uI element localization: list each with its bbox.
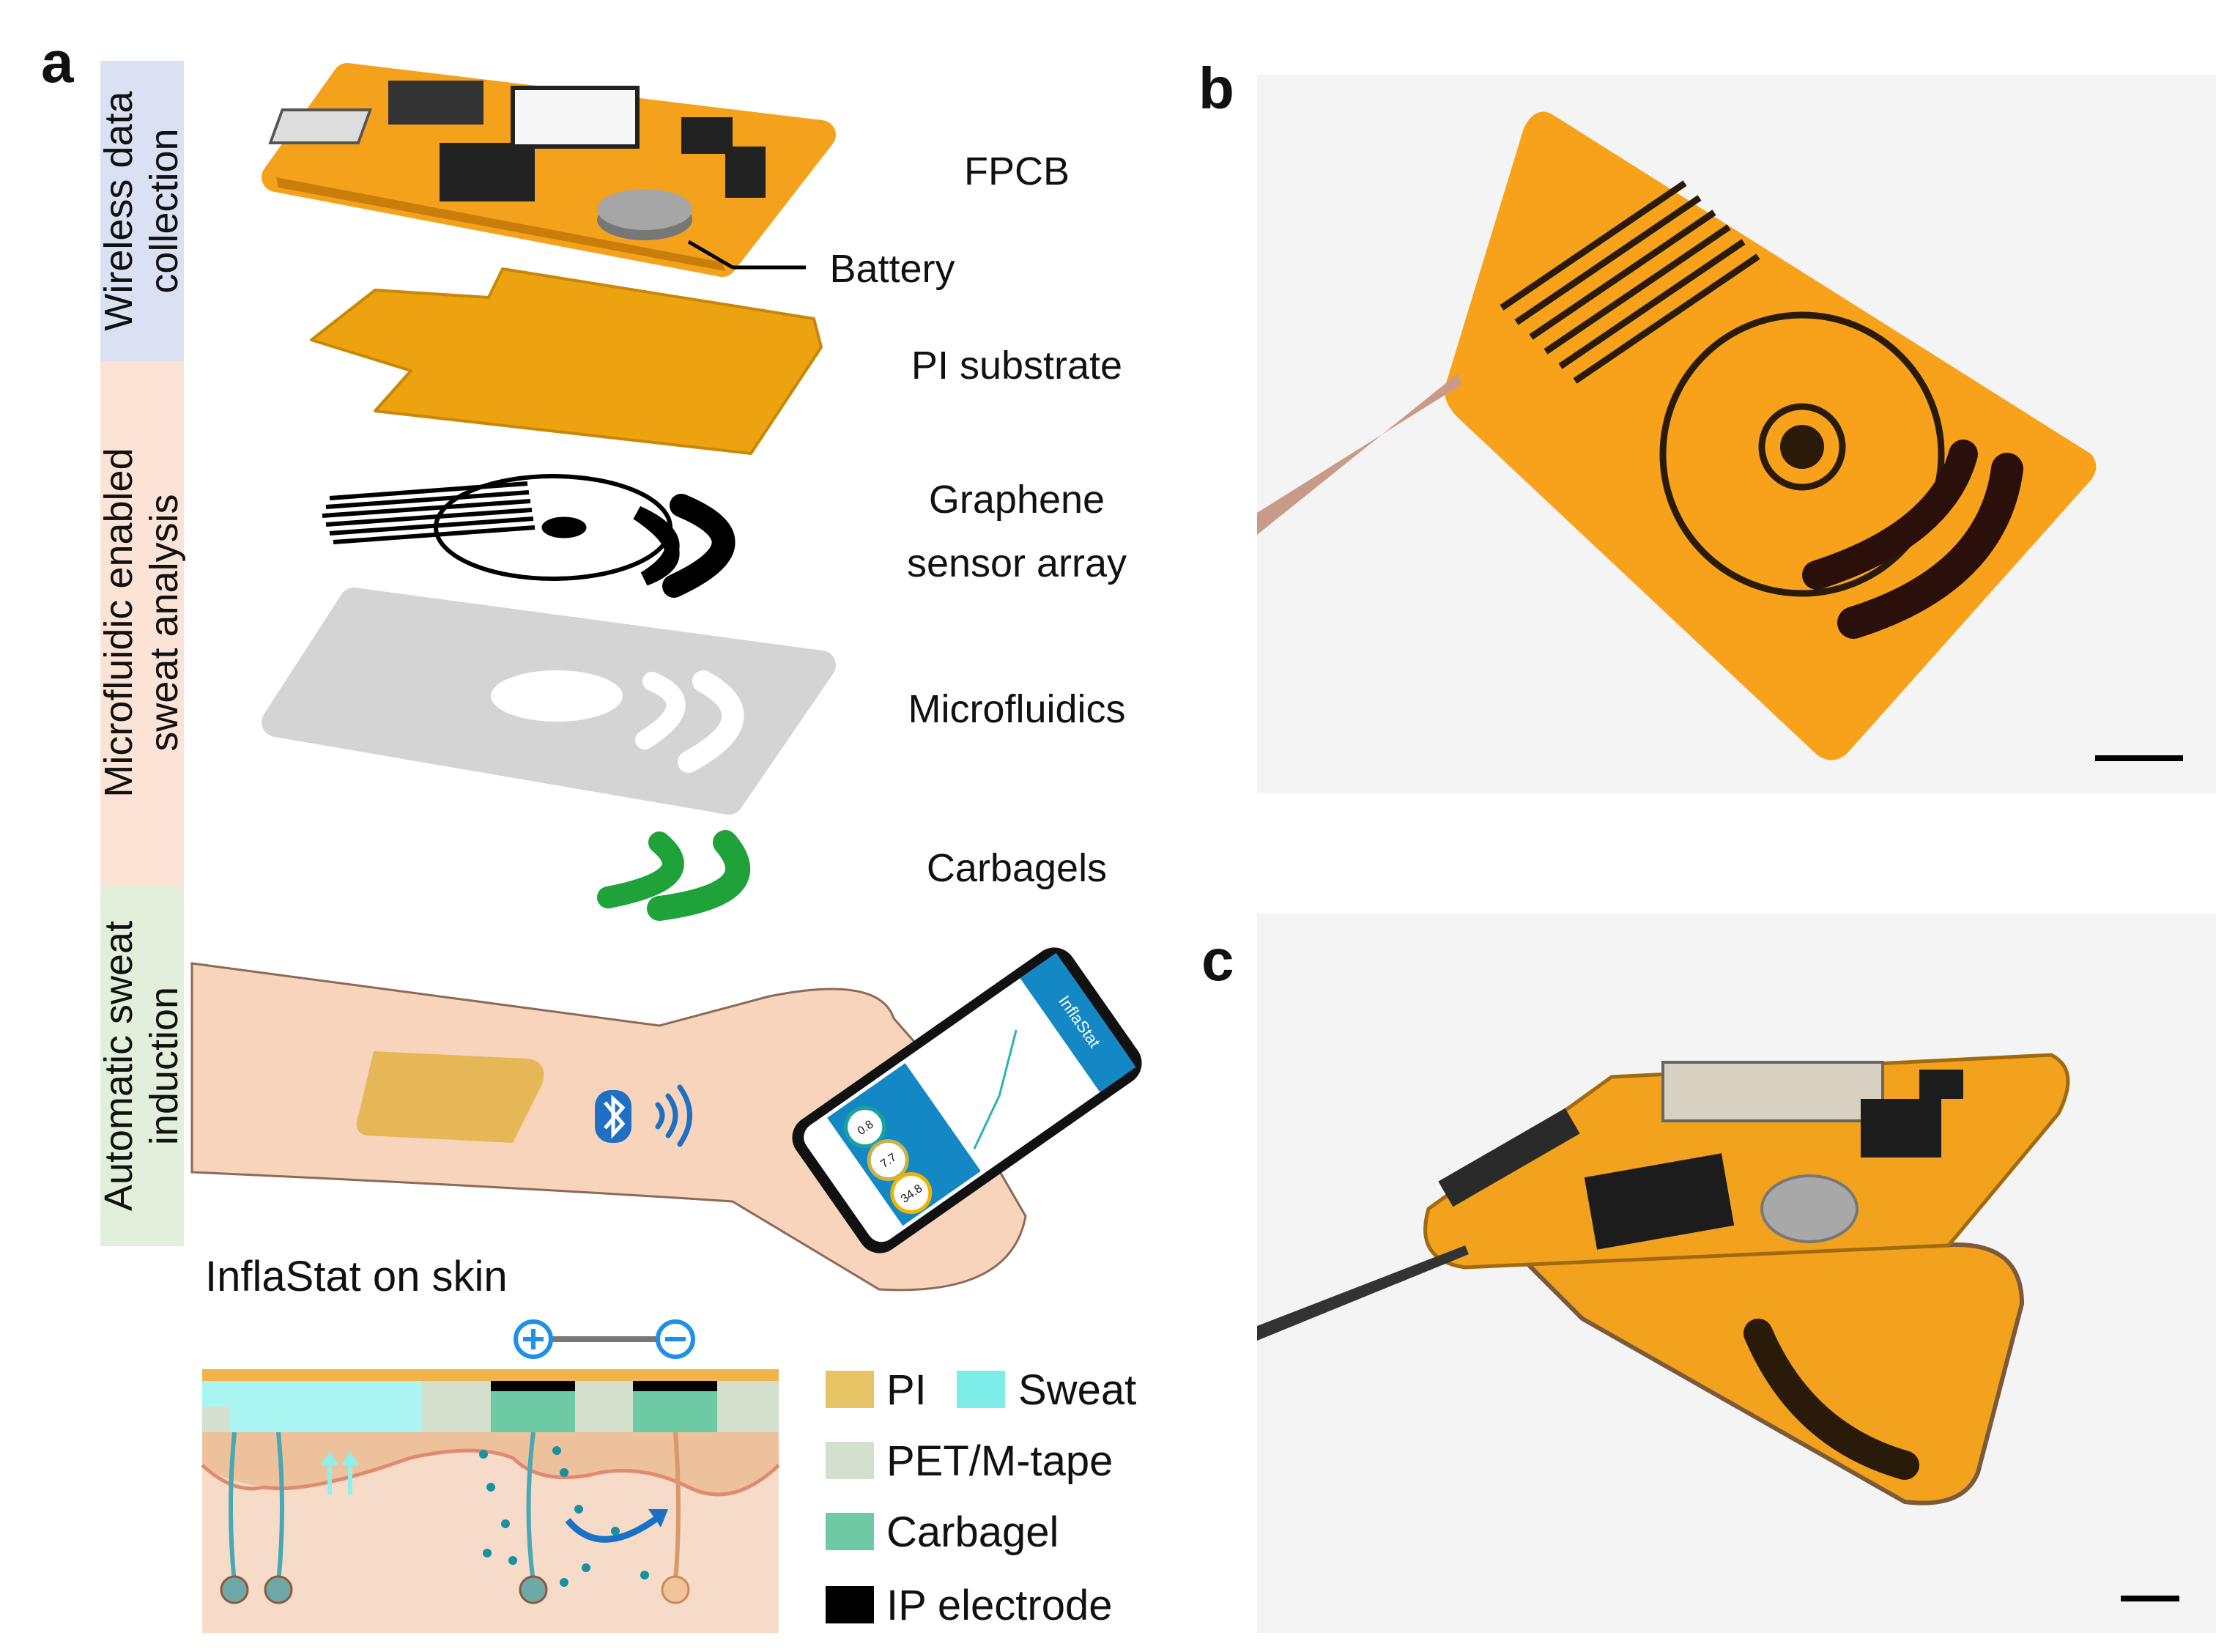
cross-section-legend: PI Sweat PET/M-tape Carbagel IP electrod… bbox=[826, 1366, 1136, 1629]
label-graphene-line1: Graphene bbox=[929, 478, 1105, 522]
legend-swatch-carbagel bbox=[826, 1513, 874, 1550]
band-automatic-line1: Automatic sweat bbox=[97, 921, 141, 1211]
electrode-circuit-icon bbox=[514, 1319, 695, 1359]
band-wireless-line1: Wireless data bbox=[97, 90, 141, 330]
wireless-signal-icon bbox=[655, 1084, 692, 1147]
legend-label-pi: PI bbox=[886, 1366, 927, 1414]
fpcb-layer bbox=[262, 63, 836, 277]
scale-bar-b bbox=[2095, 755, 2183, 761]
microfluidics-layer bbox=[262, 588, 836, 815]
migration-arrow bbox=[565, 1514, 662, 1543]
tweezers bbox=[1257, 374, 1461, 535]
band-microfluidic-line2: sweat analysis bbox=[142, 494, 186, 751]
legend-swatch-pet bbox=[826, 1442, 874, 1479]
battery-icon bbox=[597, 189, 692, 230]
patch-on-skin bbox=[356, 1051, 544, 1143]
band-microfluidic-line1: Microfluidic enabled bbox=[97, 448, 141, 797]
tweezers bbox=[1257, 1245, 1469, 1341]
band-wireless-line2: collection bbox=[142, 128, 186, 293]
pi-substrate-layer bbox=[310, 267, 823, 455]
bluetooth-icon bbox=[595, 1090, 631, 1143]
photo-c-device bbox=[1257, 914, 2216, 1633]
carbagels-layer bbox=[597, 830, 751, 921]
label-pi-substrate: PI substrate bbox=[911, 344, 1122, 388]
band-automatic bbox=[100, 885, 184, 1246]
cross-section-title: InflaStat on skin bbox=[205, 1253, 508, 1300]
legend-label-carbagel: Carbagel bbox=[886, 1508, 1059, 1556]
legend-label-pet: PET/M-tape bbox=[886, 1437, 1113, 1485]
band-automatic-line2: induction bbox=[142, 987, 186, 1145]
panel-label-a: a bbox=[41, 29, 74, 95]
panel-label-c: c bbox=[1201, 927, 1234, 993]
legend-label-ip-electrode: IP electrode bbox=[886, 1582, 1112, 1629]
legend-swatch-pi bbox=[826, 1371, 874, 1408]
graphene-sensor-layer bbox=[322, 474, 735, 598]
band-microfluidic bbox=[100, 361, 184, 885]
label-graphene-line2: sensor array bbox=[907, 541, 1127, 585]
legend-label-sweat: Sweat bbox=[1018, 1366, 1136, 1414]
panel-label-b: b bbox=[1198, 56, 1234, 121]
chip bbox=[440, 143, 535, 201]
scale-bar-c bbox=[2121, 1596, 2179, 1601]
smartphone: InflaStat 0.8 7.7 34.8 bbox=[792, 947, 1142, 1253]
band-wireless bbox=[100, 61, 184, 361]
arm-illustration: InflaStat 0.8 7.7 34.8 bbox=[190, 947, 1142, 1292]
photo-b-device bbox=[1257, 75, 2216, 793]
skin-cross-section bbox=[201, 1369, 780, 1633]
legend-swatch-sweat bbox=[957, 1371, 1005, 1408]
label-microfluidics: Microfluidics bbox=[908, 687, 1125, 731]
label-battery: Battery bbox=[829, 247, 955, 291]
label-fpcb: FPCB bbox=[964, 149, 1070, 193]
legend-swatch-ip-electrode bbox=[826, 1586, 874, 1623]
side-bands: Wireless data collection Microfluidic en… bbox=[97, 61, 186, 1246]
label-carbagels: Carbagels bbox=[927, 846, 1107, 890]
